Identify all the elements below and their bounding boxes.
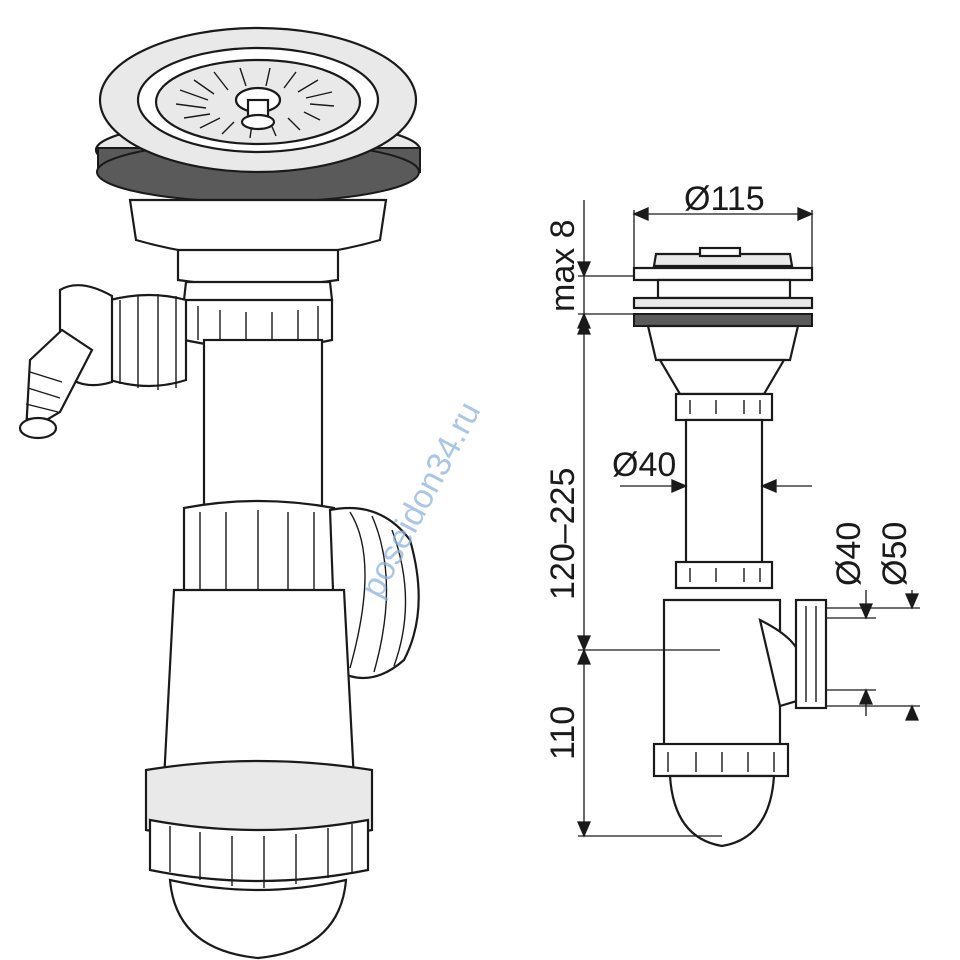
label-adjust-range: 120–225 [544, 468, 582, 600]
bottom-nut [144, 759, 374, 888]
side-outlet [18, 284, 188, 440]
tech-bottom-nut [652, 742, 790, 778]
technical-drawing: Ø115 max 8 Ø40 120–225 Ø40 Ø50 110 [544, 180, 920, 848]
dim-diameter-pipe [620, 479, 812, 493]
label-outlet-inner: Ø40 [830, 522, 868, 586]
tech-side-outlet [794, 598, 828, 710]
dim-trap-height [577, 648, 722, 838]
dim-diameter-top [632, 207, 814, 268]
label-outlet-outer: Ø50 [876, 522, 914, 586]
dim-max-height [577, 200, 634, 329]
strainer-top [94, 26, 422, 259]
middle-nut [182, 499, 336, 600]
siphon-illustration [18, 26, 422, 960]
label-diameter-top: Ø115 [684, 180, 765, 218]
trap-side-nut [328, 506, 420, 680]
tech-strainer [652, 252, 794, 268]
tech-pipe [684, 418, 764, 566]
bottom-cap [168, 878, 348, 960]
tech-middle-nut [674, 560, 774, 590]
trap-body [162, 588, 356, 782]
label-diameter-pipe: Ø40 [612, 446, 676, 484]
watermark: poseidon34.ru [354, 396, 489, 604]
dim-outlet [826, 590, 920, 721]
tech-upper-nut [674, 392, 774, 422]
vertical-pipe [202, 338, 324, 522]
tech-gasket [633, 313, 813, 327]
dim-adjust-range [577, 318, 720, 652]
label-max-height: max 8 [544, 219, 582, 312]
collar [176, 248, 340, 288]
tech-bottom-cap [668, 774, 776, 848]
label-trap-height: 110 [544, 706, 582, 760]
